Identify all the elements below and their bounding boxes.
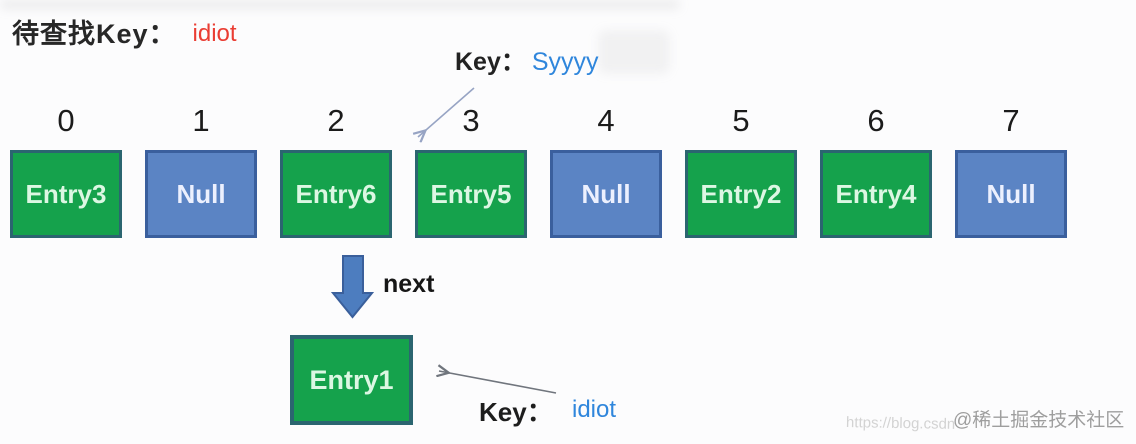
bucket-index-7: 7 (1002, 103, 1020, 138)
search-key-value: idiot (192, 20, 237, 47)
bucket-1: Null (145, 150, 257, 238)
search-key-heading: 待查找Key： idiot (12, 12, 237, 51)
bucket-index-1: 1 (192, 103, 210, 138)
next-label: next (383, 270, 435, 298)
bucket-index-0: 0 (57, 103, 75, 138)
watermark-handle: @稀土掘金技术社区 (953, 410, 1125, 431)
bucket-index-3: 3 (462, 103, 480, 138)
watermark-url: https://blog.csdn (845, 414, 956, 433)
bucket-5: Entry2 (685, 150, 797, 238)
probe-key-label: Key： (455, 48, 526, 76)
bucket-index-2: 2 (327, 103, 345, 138)
bucket-0: Entry3 (10, 150, 122, 238)
lookup-key-label: Key： (479, 397, 553, 427)
bucket-index-5: 5 (732, 103, 750, 138)
next-arrow (330, 255, 375, 319)
probe-key-caption: Key：Syyyy (455, 42, 599, 78)
bucket-index-4: 4 (597, 103, 615, 138)
chain-node-entry1: Entry1 (290, 335, 413, 425)
search-key-label: 待查找Key： (12, 19, 177, 49)
bucket-index-6: 6 (867, 103, 885, 138)
background-smudge (0, 0, 680, 9)
probe-key-value: Syyyy (531, 48, 599, 76)
bucket-3: Entry5 (415, 150, 527, 238)
lookup-arrow (439, 371, 557, 394)
bucket-6: Entry4 (820, 150, 932, 238)
bucket-2: Entry6 (280, 150, 392, 238)
background-smudge (598, 30, 670, 74)
lookup-key-value: idiot (572, 396, 617, 423)
bucket-4: Null (550, 150, 662, 238)
bucket-7: Null (955, 150, 1067, 238)
